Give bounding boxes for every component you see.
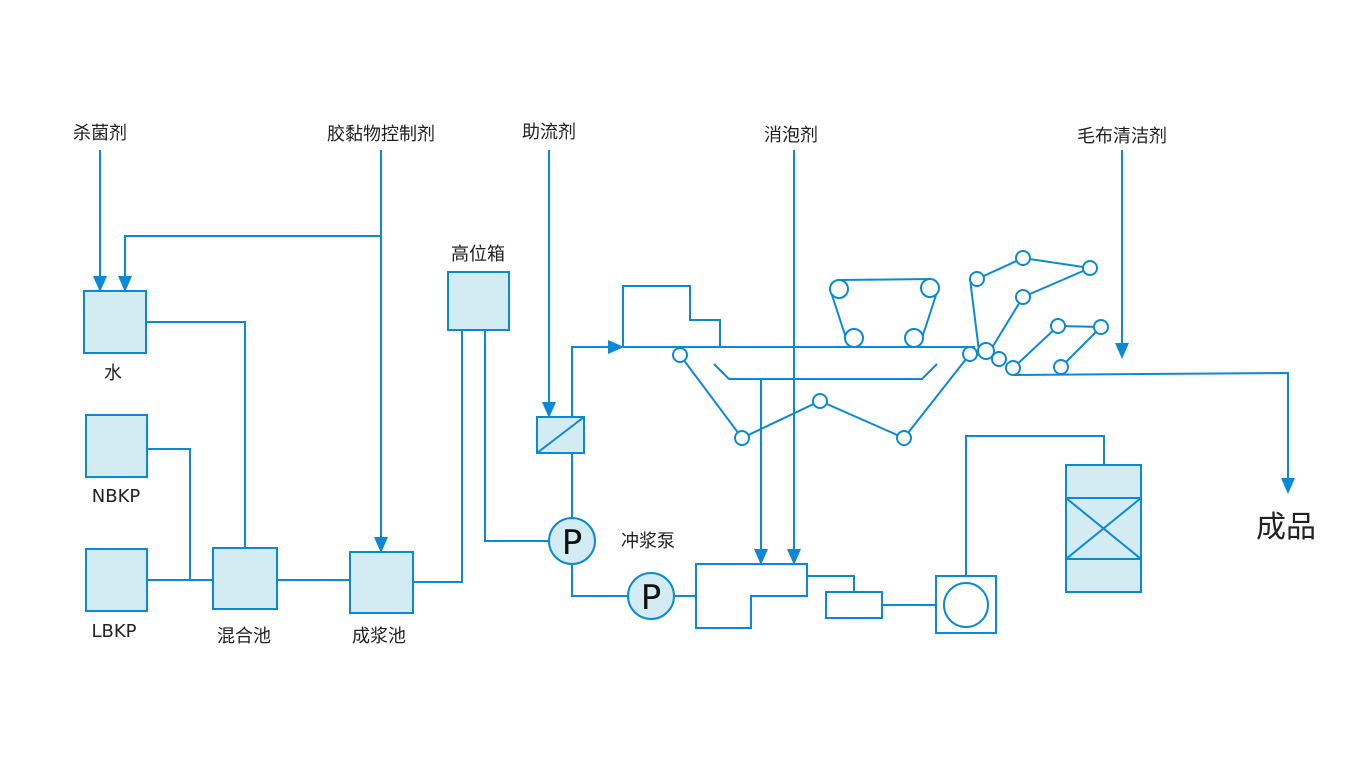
wire-rolls (672, 346, 978, 446)
recovery-unit (935, 575, 997, 634)
headbox-tank-label: 高位箱 (451, 244, 505, 265)
pipe (484, 330, 549, 542)
lbkp-tank (85, 548, 148, 612)
pipe (807, 575, 855, 592)
storage-tower (1065, 464, 1142, 593)
nbkp-label: NBKP (91, 486, 141, 507)
wire-pit (695, 563, 808, 629)
white-water-tray (713, 363, 938, 380)
pipe (146, 321, 246, 548)
nbkp-tank (85, 414, 148, 478)
water-label: 水 (104, 363, 122, 384)
biocide-label: 杀菌剂 (73, 123, 127, 144)
pipe (571, 340, 624, 417)
saveall-box (825, 591, 883, 619)
pressure-screen (536, 416, 585, 454)
stickies-control-label: 胶黏物控制剂 (327, 124, 435, 145)
product-label: 成品 (1256, 510, 1316, 545)
defoamer-label: 消泡剂 (764, 125, 818, 146)
product-line (1012, 371, 1295, 494)
pipe (147, 448, 191, 580)
headbox-tank (447, 271, 510, 331)
retention-aid-label: 助流剂 (522, 122, 576, 143)
fan-pump-2: P (627, 572, 675, 620)
felt-cleaner-label: 毛布清洁剂 (1077, 126, 1167, 147)
pump-label: P (641, 578, 662, 618)
pump-label: P (562, 523, 583, 563)
top-former (829, 278, 940, 348)
mixing-chest-label: 混合池 (217, 626, 271, 647)
pipe (413, 330, 463, 583)
machine-chest-label: 成浆池 (352, 626, 406, 647)
headbox (622, 285, 721, 347)
pipe (571, 564, 628, 597)
pipe (965, 435, 1105, 576)
fan-pump-label: 冲浆泵 (621, 531, 675, 552)
fan-pump-1: P (548, 517, 596, 565)
lbkp-label: LBKP (91, 621, 137, 642)
machine-chest (349, 551, 414, 614)
stickies-branch-line (118, 235, 381, 292)
mixing-chest (212, 547, 278, 610)
press-felts (969, 250, 1109, 376)
water-tank (83, 290, 147, 354)
